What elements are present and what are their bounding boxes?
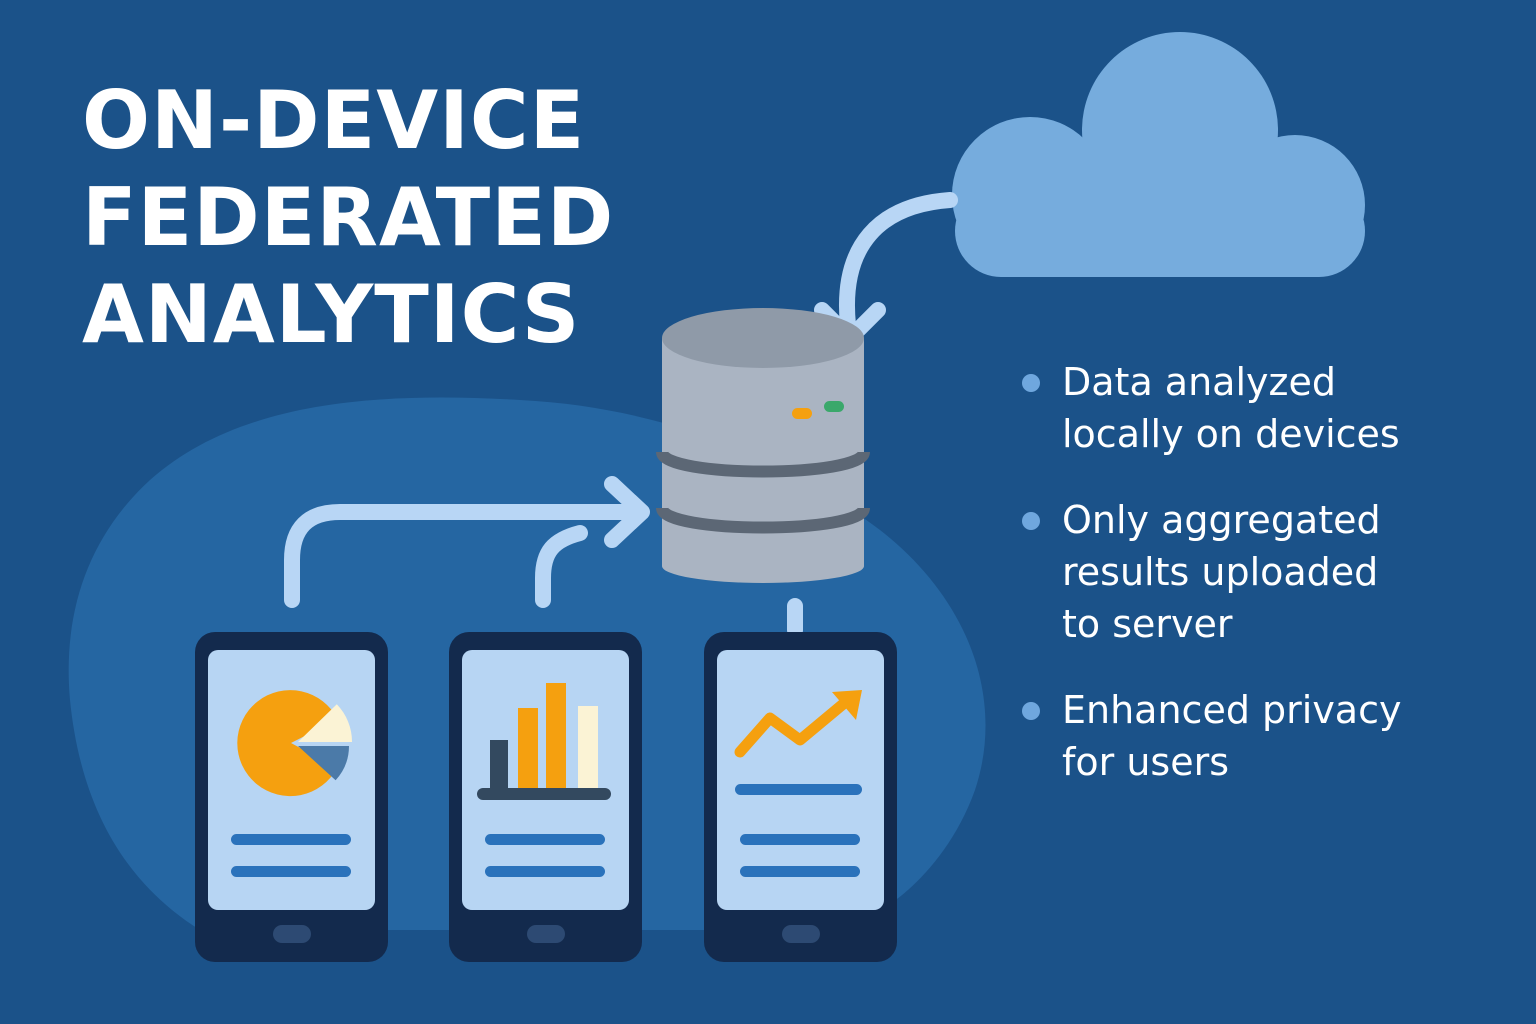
- title-line: FEDERATED: [82, 171, 615, 264]
- bullet-line: Data analyzed: [1062, 360, 1336, 404]
- feature-list: Data analyzed locally on devices Only ag…: [1020, 356, 1520, 822]
- pie-chart-icon: [237, 690, 353, 797]
- list-item: Enhanced privacy for users: [1020, 684, 1520, 788]
- status-led-orange: [792, 408, 812, 419]
- bullet-dot-icon: [1022, 374, 1040, 392]
- bullet-line: results uploaded: [1062, 550, 1379, 594]
- bullet-line: Enhanced privacy: [1062, 688, 1402, 732]
- bullet-dot-icon: [1022, 702, 1040, 720]
- bullet-line: locally on devices: [1062, 412, 1400, 456]
- smartphone-icon: [449, 632, 642, 962]
- bullet-line: to server: [1062, 602, 1233, 646]
- list-item: Data analyzed locally on devices: [1020, 356, 1520, 460]
- list-item: Only aggregated results uploaded to serv…: [1020, 494, 1520, 650]
- page-title: ON-DEVICE FEDERATED ANALYTICS: [82, 72, 614, 363]
- database-server-icon: [656, 308, 870, 583]
- trend-arrow-icon: [734, 690, 862, 758]
- smartphone-icon: [704, 632, 897, 962]
- bullet-dot-icon: [1022, 512, 1040, 530]
- status-led-green: [824, 401, 844, 412]
- bar-chart-icon: [477, 683, 611, 800]
- bullet-line: for users: [1062, 740, 1230, 784]
- smartphone-icon: [195, 632, 388, 962]
- title-line: ANALYTICS: [82, 268, 581, 361]
- title-line: ON-DEVICE: [82, 74, 586, 167]
- cloud-icon: [952, 32, 1365, 277]
- cloud-to-server-arrow: [814, 192, 958, 346]
- bullet-line: Only aggregated: [1062, 498, 1381, 542]
- phones-to-server-arrow: [284, 476, 803, 638]
